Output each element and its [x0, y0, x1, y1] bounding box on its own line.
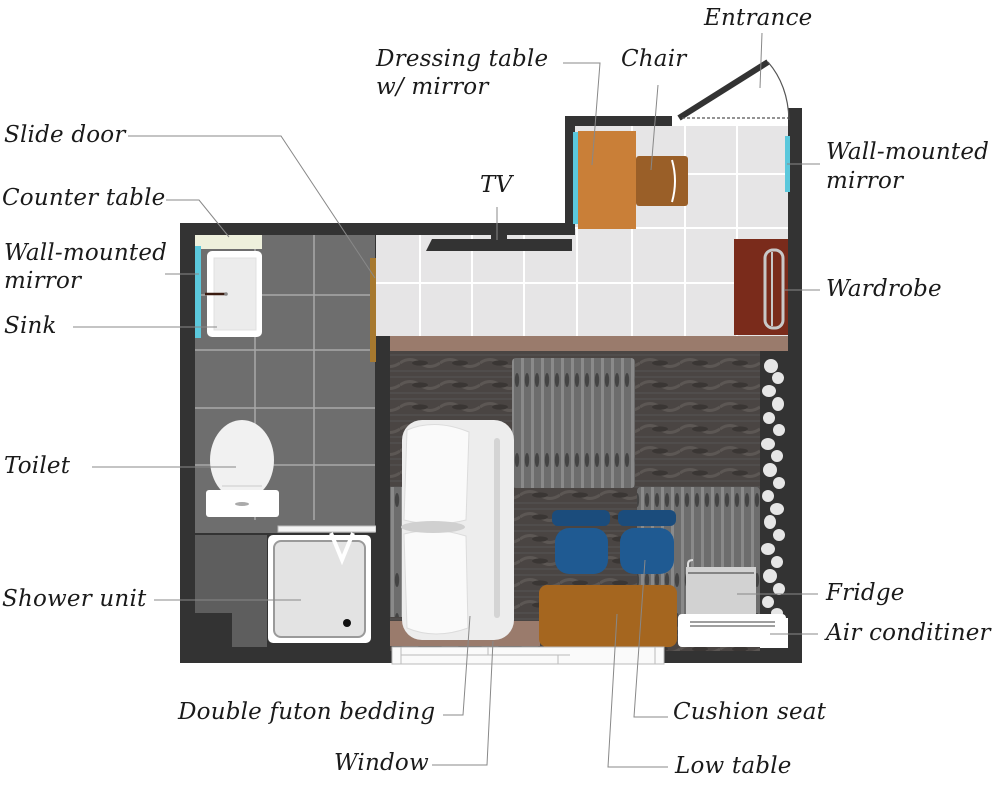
wardrobe [734, 239, 788, 335]
label-dressing-table: Dressing table [376, 46, 549, 72]
bathroom-mirror [195, 246, 201, 338]
shower-floor [195, 535, 267, 613]
wall-corner [376, 336, 390, 350]
label-toilet: Toilet [4, 453, 71, 479]
fridge [686, 559, 756, 617]
label-wall-mirror-left: Wall-mounted [4, 240, 168, 266]
label-wall-mirror-left-line2: mirror [4, 268, 82, 294]
double-futon [401, 420, 514, 640]
cushion-seats [552, 510, 676, 574]
room-walls [376, 108, 802, 663]
bathroom [180, 223, 392, 663]
dressing-table [578, 131, 636, 229]
label-chair: Chair [621, 46, 687, 72]
window [391, 646, 665, 665]
low-table [539, 585, 677, 647]
entry-floor [376, 235, 788, 338]
label-tv: TV [480, 172, 513, 198]
label-shower-unit: Shower unit [2, 586, 147, 612]
shower-unit [268, 525, 377, 643]
tv [426, 233, 572, 251]
label-counter-table: Counter table [2, 185, 166, 211]
label-air-conditioner: Air conditiner [826, 620, 991, 646]
label-wall-mirror-right-line2: mirror [826, 168, 904, 194]
label-low-table: Low table [675, 753, 792, 779]
air-conditioner [678, 614, 786, 647]
pebble-strip [760, 351, 788, 618]
wood-trim [390, 336, 788, 351]
sink [205, 251, 262, 337]
label-dressing-table-line2: w/ mirror [376, 74, 489, 100]
counter-table [195, 235, 262, 249]
dressing-table-mirror [573, 132, 578, 224]
label-sink: Sink [4, 313, 57, 339]
label-entrance: Entrance [704, 5, 813, 31]
label-window: Window [334, 750, 429, 776]
chair [636, 156, 688, 206]
label-slide-door: Slide door [4, 122, 126, 148]
entrance-door [677, 59, 790, 121]
label-fridge: Fridge [826, 580, 905, 606]
label-double-futon: Double futon bedding [178, 699, 436, 725]
label-cushion-seat: Cushion seat [673, 699, 827, 725]
leader-lines [73, 32, 820, 768]
label-wall-mirror-right: Wall-mounted [826, 139, 990, 165]
slide-door [370, 258, 376, 362]
label-wardrobe: Wardrobe [826, 276, 942, 302]
toilet [206, 420, 279, 517]
shower-floor-lower [232, 613, 267, 647]
